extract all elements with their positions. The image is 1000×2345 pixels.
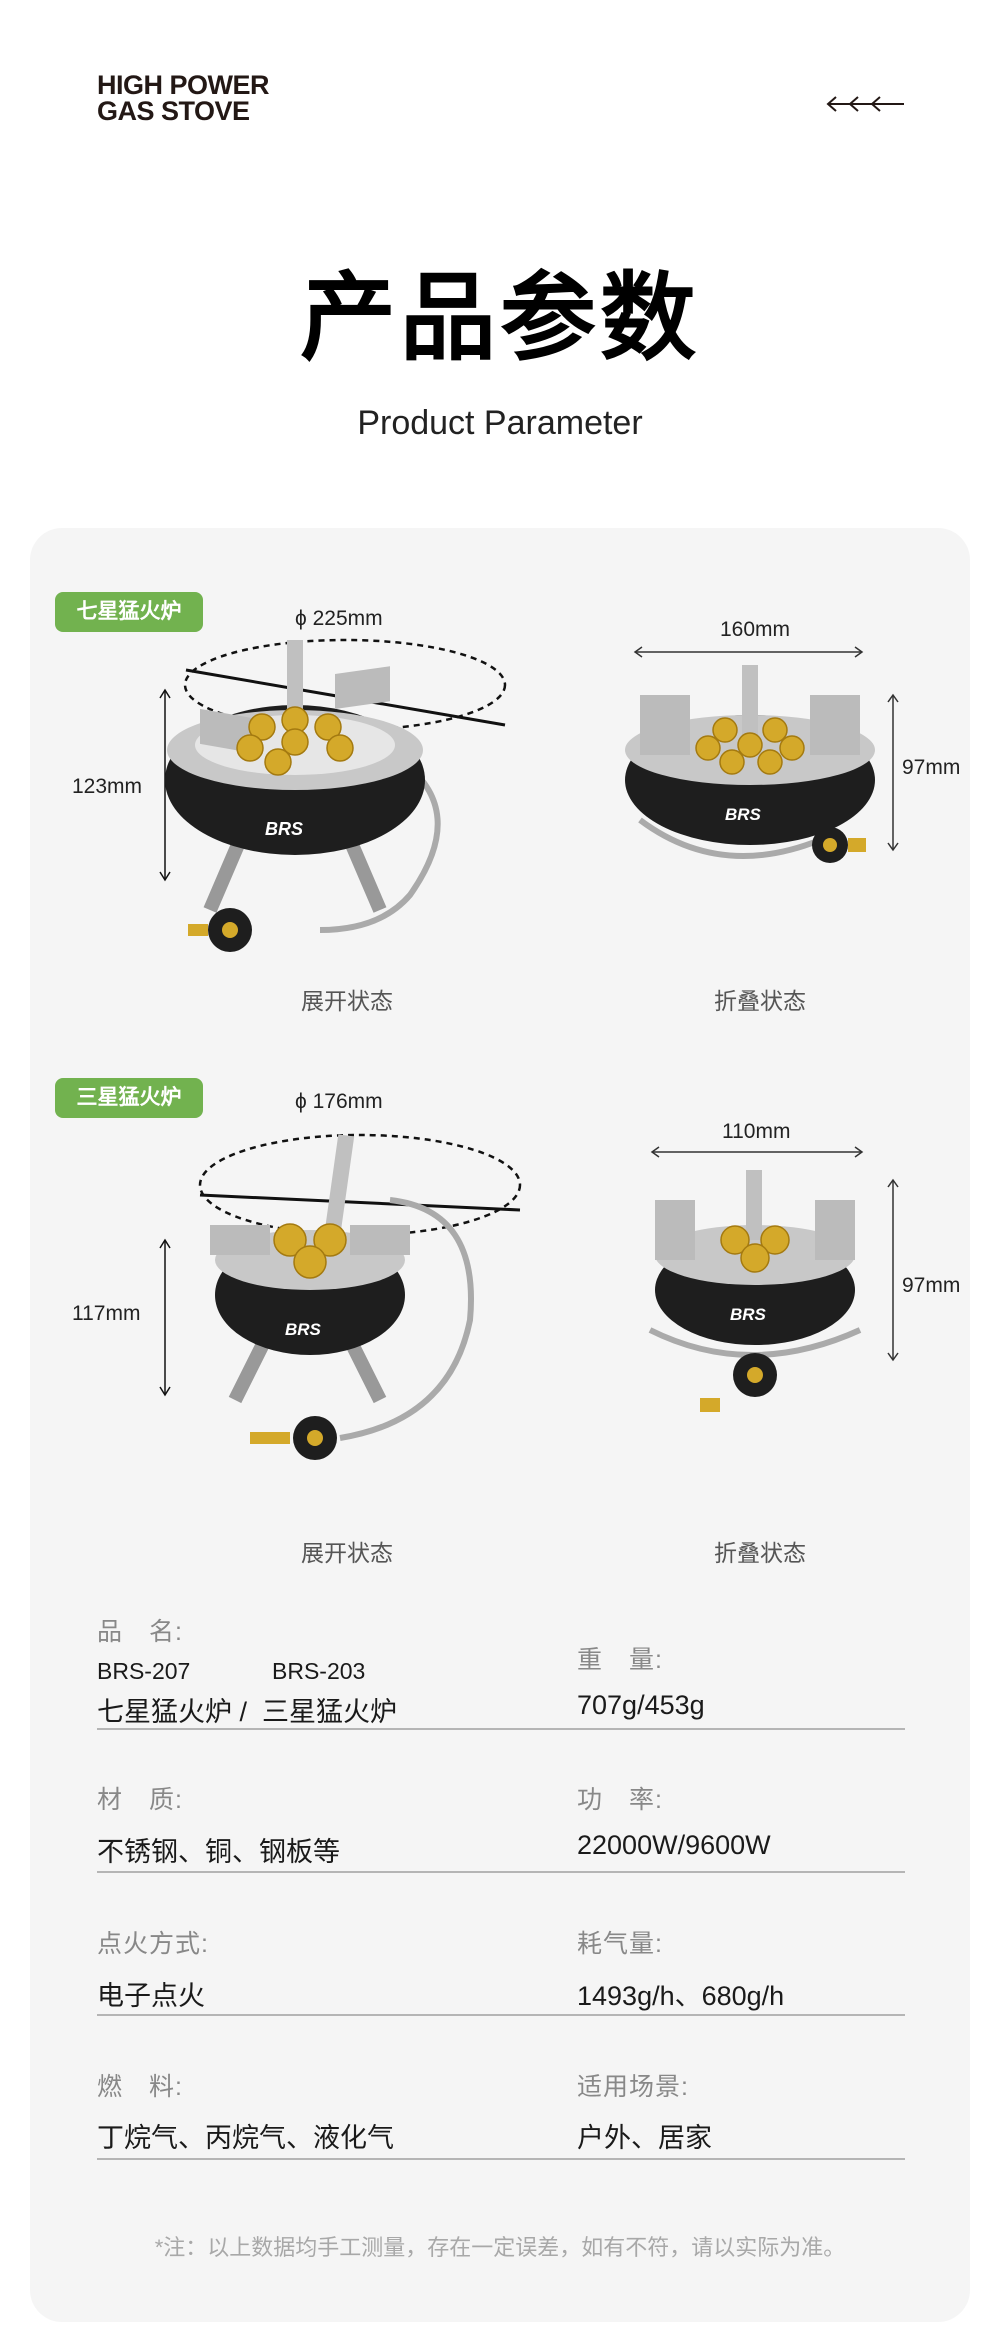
page-subtitle: Product Parameter <box>357 404 643 442</box>
triple-left-arrow-icon <box>826 96 904 112</box>
model-b: BRS-203 <box>272 1658 366 1684</box>
product-tag-three-star: 三星猛火炉 <box>55 1078 203 1118</box>
model-a: BRS-207 <box>97 1658 191 1684</box>
diameter-label: ϕ 176mm <box>295 1090 383 1113</box>
caption-open: 展开状态 <box>301 988 393 1014</box>
spec-value-ignition: 电子点火 <box>97 1981 205 2011</box>
spec-label-ignition: 点火方式: <box>97 1930 209 1958</box>
divider <box>97 1728 905 1730</box>
spec-label-material: 材 质: <box>97 1786 183 1814</box>
seven-star-stove-folded-image: BRS <box>625 646 899 863</box>
three-star-stove-folded-image: BRS <box>648 1146 899 1412</box>
spec-label-name: 品 名: <box>97 1618 183 1646</box>
svg-text:BRS: BRS <box>730 1305 767 1324</box>
seven-star-stove-open-image: BRS <box>159 638 507 952</box>
spec-label-consumption: 耗气量: <box>577 1930 663 1958</box>
svg-text:BRS: BRS <box>285 1320 322 1339</box>
svg-text:BRS: BRS <box>725 805 762 824</box>
product-tag-seven-star: 七星猛火炉 <box>55 592 203 632</box>
folded-height-label: 97mm <box>902 756 961 779</box>
spec-label-scene: 适用场景: <box>577 2073 689 2101</box>
folded-width-label: 160mm <box>720 618 791 641</box>
brand-line-1: HIGH POWER <box>97 70 270 100</box>
spec-value-fuel: 丁烷气、丙烷气、液化气 <box>97 2123 394 2153</box>
spec-value-scene: 户外、居家 <box>577 2123 712 2153</box>
height-label: 117mm <box>72 1302 141 1325</box>
caption-folded: 折叠状态 <box>714 1540 806 1566</box>
caption-open: 展开状态 <box>301 1540 393 1566</box>
spec-value-name: 七星猛火炉 / 三星猛火炉 <box>97 1697 398 1727</box>
svg-text:BRS: BRS <box>265 819 303 839</box>
divider <box>97 2014 905 2016</box>
disclaimer-note: *注：以上数据均手工测量，存在一定误差，如有不符，请以实际为准。 <box>154 2235 846 2260</box>
caption-folded: 折叠状态 <box>714 988 806 1014</box>
divider <box>97 2158 905 2160</box>
page-title: 产品参数 <box>300 265 700 372</box>
spec-label-weight: 重 量: <box>577 1646 663 1674</box>
folded-width-label: 110mm <box>722 1120 791 1143</box>
three-star-stove-open-image: BRS <box>159 1133 522 1460</box>
spec-value-material: 不锈钢、铜、钢板等 <box>97 1837 340 1867</box>
spec-value-power: 22000W/9600W <box>577 1830 771 1860</box>
brand-heading: HIGH POWER GAS STOVE <box>97 70 270 126</box>
spec-label-power: 功 率: <box>577 1786 663 1814</box>
spec-label-fuel: 燃 料: <box>97 2073 183 2101</box>
diameter-label: ϕ 225mm <box>295 607 383 630</box>
spec-value-weight: 707g/453g <box>577 1690 705 1720</box>
spec-value-consumption: 1493g/h、680g/h <box>577 1981 785 2011</box>
divider <box>97 1871 905 1873</box>
folded-height-label: 97mm <box>902 1274 961 1297</box>
height-label: 123mm <box>72 775 143 798</box>
brand-line-2: GAS STOVE <box>97 96 250 126</box>
